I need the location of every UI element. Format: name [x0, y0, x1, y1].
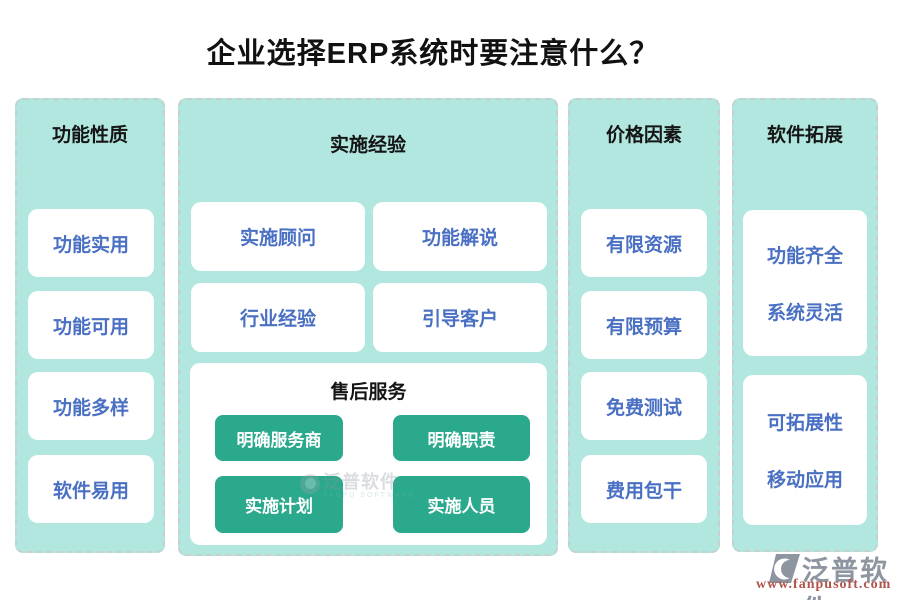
- card-item: 功能多样: [28, 372, 154, 440]
- card-item: 软件易用: [28, 455, 154, 523]
- green-tag: 实施计划: [215, 476, 343, 533]
- green-tag: 实施人员: [393, 476, 530, 533]
- card-line: 功能齐全: [766, 246, 843, 267]
- card-line: 移动应用: [766, 470, 843, 491]
- column-software-expansion: 软件拓展 功能齐全 系统灵活 可拓展性 移动应用: [732, 98, 878, 552]
- card-item: 功能实用: [28, 209, 154, 277]
- column-function-nature: 功能性质 功能实用 功能可用 功能多样 软件易用: [15, 98, 165, 553]
- column-header: 软件拓展: [766, 125, 843, 146]
- card-line: 可拓展性: [766, 413, 843, 434]
- column-implementation-experience: 实施经验 实施顾问 功能解说 行业经验 引导客户 售后服务 明确服务商 明确职责…: [178, 98, 558, 556]
- card-item: 功能齐全 系统灵活: [743, 210, 867, 356]
- card-item: 实施顾问: [191, 202, 365, 271]
- card-item: 功能解说: [373, 202, 547, 271]
- page-title: 企业选择ERP系统时要注意什么？: [206, 38, 660, 70]
- green-tag: 明确职责: [393, 415, 530, 461]
- column-price-factors: 价格因素 有限资源 有限预算 免费测试 费用包干: [568, 98, 720, 553]
- column-header: 价格因素: [605, 125, 682, 146]
- card-item: 有限预算: [581, 291, 707, 359]
- card-item: 行业经验: [191, 283, 365, 352]
- card-item: 有限资源: [581, 209, 707, 277]
- card-item: 可拓展性 移动应用: [743, 375, 867, 525]
- panel-header: 售后服务: [330, 382, 407, 403]
- card-item: 引导客户: [373, 283, 547, 352]
- brand-name: 泛普软件: [802, 556, 889, 600]
- card-line: 系统灵活: [766, 303, 843, 324]
- card-item: 功能可用: [28, 291, 154, 359]
- fanpu-logo-icon: [769, 554, 800, 583]
- after-sales-service-panel: 售后服务 明确服务商 明确职责 实施计划 实施人员: [190, 363, 547, 545]
- green-tag: 明确服务商: [215, 415, 343, 461]
- column-header: 功能性质: [51, 125, 128, 146]
- card-item: 费用包干: [581, 455, 707, 523]
- column-header: 实施经验: [329, 135, 406, 156]
- card-item: 免费测试: [581, 372, 707, 440]
- brand-url: www.fanpusoft.com: [756, 577, 892, 592]
